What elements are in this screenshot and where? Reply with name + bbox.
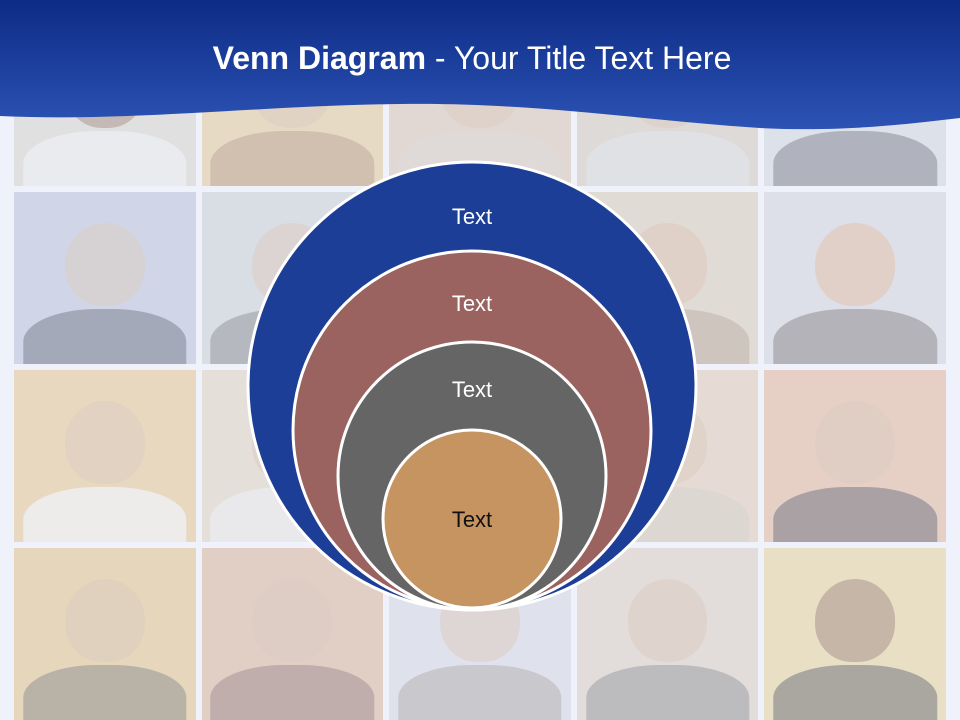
ring-inner-circle [381,428,563,610]
title-bold: Venn Diagram [212,40,427,76]
photo-tile [14,370,196,542]
ring-outer-label: Text [452,204,492,229]
photo-tile [764,192,946,364]
title-rest: - Your Title Text Here [426,40,732,76]
ring-inner-label: Text [452,507,492,532]
ring-third-label: Text [452,377,492,402]
banner-shape [0,0,960,130]
ring-inner: Text [381,428,563,610]
photo-tile [764,370,946,542]
title-banner [0,0,960,130]
photo-tile [14,548,196,720]
photo-tile [764,548,946,720]
ring-second-label: Text [452,291,492,316]
slide-title: Venn Diagram - Your Title Text Here [0,40,944,77]
photo-tile [14,192,196,364]
photo-tile [576,548,759,720]
